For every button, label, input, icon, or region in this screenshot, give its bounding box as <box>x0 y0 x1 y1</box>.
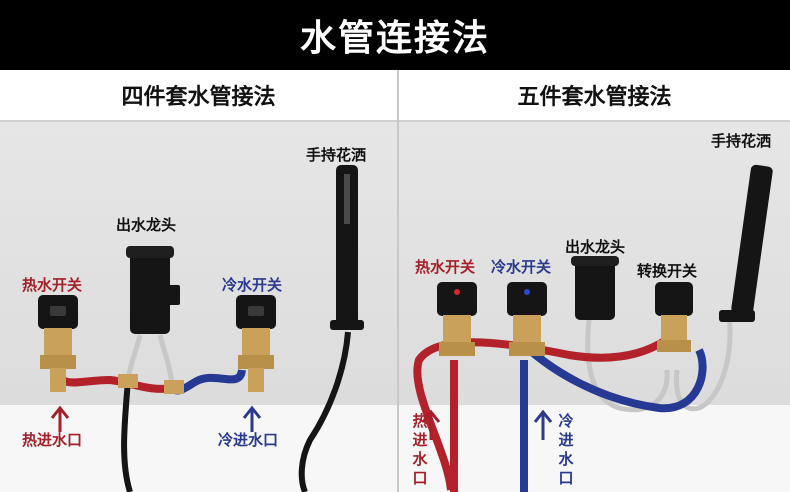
shower-supply-hose <box>121 379 133 492</box>
hot-inlet-label: 热进水口 <box>412 412 428 487</box>
hot-inlet-arrow-icon <box>50 405 70 432</box>
four-piece-panel: 四件套水管接法 <box>0 70 397 492</box>
hot-switch-label: 热水开关 <box>415 258 476 276</box>
deck-surface <box>0 405 397 492</box>
four-piece-diagram <box>38 165 364 492</box>
spout-hose-left <box>125 334 143 381</box>
diverter-valve-icon <box>655 282 693 352</box>
hot-inlet-arrow-icon <box>421 409 441 440</box>
hot-valve-icon <box>38 295 78 392</box>
cold-inlet-arrow-icon <box>242 405 262 432</box>
five-piece-diagram <box>413 164 773 492</box>
spout-icon <box>571 256 619 320</box>
five-piece-panel: 五件套水管接法 <box>399 70 790 492</box>
cold-inlet-label: 冷进水口 <box>218 431 279 449</box>
cold-switch-label: 冷水开关 <box>222 276 283 294</box>
cold-switch-label: 冷水开关 <box>491 258 552 276</box>
shower-hose <box>673 314 733 412</box>
hand-shower-icon <box>719 164 773 322</box>
hot-valve-icon <box>437 282 477 356</box>
four-piece-title-text: 四件套水管接法 <box>121 85 276 110</box>
tee-fitting-left <box>118 374 138 388</box>
hot-switch-label: 热水开关 <box>22 276 83 294</box>
spout-hose-right <box>157 334 175 386</box>
hand-shower-icon <box>330 165 364 330</box>
four-piece-title: 四件套水管接法 <box>0 70 397 122</box>
hand-shower-label: 手持花洒 <box>306 146 367 164</box>
cold-inlet-arrow-icon <box>533 409 553 440</box>
five-piece-title: 五件套水管接法 <box>399 70 790 122</box>
cold-valve-icon <box>507 282 547 356</box>
cold-hose <box>516 337 707 413</box>
cold-valve-icon <box>236 295 276 392</box>
hot-hose <box>54 369 173 393</box>
panel-divider <box>397 70 399 492</box>
five-piece-title-text: 五件套水管接法 <box>517 85 672 110</box>
spout-label: 出水龙头 <box>565 238 626 256</box>
spout-label: 出水龙头 <box>116 216 177 234</box>
tee-fitting-right <box>164 380 184 394</box>
diverter-label: 转换开关 <box>637 262 698 280</box>
spout-icon <box>126 246 180 334</box>
cold-hose <box>173 368 246 395</box>
hot-inlet-label: 热进水口 <box>22 431 83 449</box>
hand-shower-label: 手持花洒 <box>711 132 772 150</box>
page-title: 水管连接法 <box>299 18 490 59</box>
deck-surface <box>399 405 790 492</box>
cold-inlet-label: 冷进水口 <box>558 412 574 487</box>
shower-hose <box>298 331 351 492</box>
page-header: 水管连接法 <box>0 0 790 70</box>
